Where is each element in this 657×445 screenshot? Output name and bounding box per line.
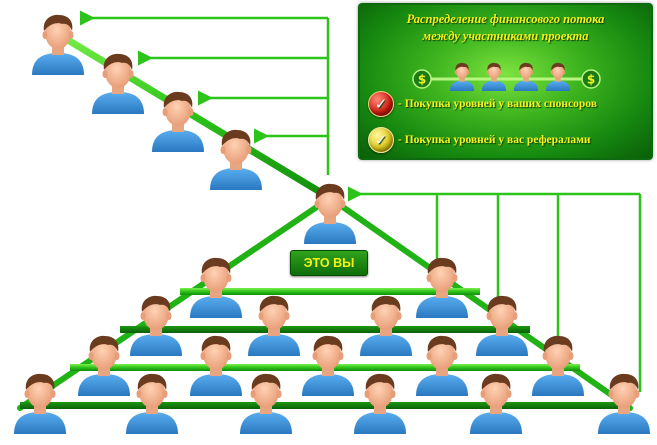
legend-title: Распределение финансового потока между у…	[360, 11, 651, 45]
you-label: ЭТО ВЫ	[290, 250, 368, 276]
person-avatar-icon	[248, 295, 300, 356]
dollar-symbol: $	[418, 73, 426, 87]
legend-row-referrals: ✓ - Покупка уровней у вас рефералами	[368, 127, 591, 153]
legend-referrals-text: - Покупка уровней у вас рефералами	[398, 134, 591, 146]
sponsor-persons	[32, 14, 262, 190]
dollar-symbol: $	[587, 73, 595, 87]
legend-title-line2: между участниками проекта	[422, 29, 589, 43]
person-avatar-icon	[481, 62, 507, 91]
red-check-icon: ✓	[368, 91, 394, 117]
legend-row-sponsors: ✓ - Покупка уровней у ваших спонсоров	[368, 91, 597, 117]
dollar-coin-icon: $	[412, 69, 432, 89]
legend-participants-strip: $ $	[412, 62, 601, 91]
person-avatar-icon	[513, 62, 539, 91]
person-avatar-icon	[360, 295, 412, 356]
person-avatar-icon	[545, 62, 571, 91]
sponsor-flow-lines	[80, 10, 330, 175]
dollar-coin-icon: $	[581, 69, 601, 89]
legend-panel: Распределение финансового потока между у…	[358, 3, 653, 160]
person-avatar-icon	[152, 91, 204, 152]
person-avatar-icon	[449, 62, 475, 91]
legend-title-line1: Распределение финансового потока	[406, 12, 605, 26]
yellow-check-icon: ✓	[368, 127, 394, 153]
legend-sponsors-text: - Покупка уровней у ваших спонсоров	[398, 98, 597, 110]
referral-flow-lines	[348, 186, 642, 392]
person-avatar-icon	[210, 129, 262, 190]
